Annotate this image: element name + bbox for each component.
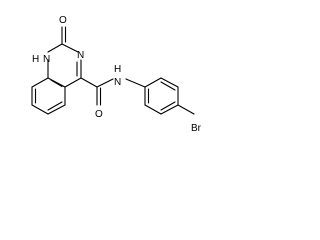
bond-c6-c5 [47,104,66,115]
bond-ar1-ar2 [144,77,162,88]
bond-ar4-ar5-double [160,101,176,111]
bond-c6-c5-double [47,101,63,111]
bond-ar4-ar5 [160,104,179,115]
bond-camide-n [96,78,114,88]
label-bromine: Br [191,123,202,134]
bond-ar2-ar3 [160,77,179,88]
bond-n1-c2 [47,43,63,53]
label-ring-n3: N [77,50,84,61]
label-amide-oxygen: O [95,109,103,120]
label-amide-n: N [114,77,121,88]
bond-ar-br [177,104,195,115]
label-ring-n1: N [43,54,50,65]
bond-c7-c6 [31,104,49,115]
label-amide-h: H [114,64,121,75]
bond-ar5-ar6 [144,104,162,115]
structure-drawing: O H N N N H O Br [0,0,251,150]
bond-c8a-c8 [31,77,49,88]
bond-lines [31,26,195,115]
bond-n-caryl [125,78,146,88]
bond-c8a-c4a-double [50,79,63,88]
bond-c4a-c8a [47,77,66,88]
bond-c2-n3 [61,43,79,53]
atom-labels: O H N N N H O Br [32,15,202,134]
molecule-diagram: O H N N N H O Br [31,15,202,134]
bond-c4-camide [80,77,98,88]
bond-c4-c4a [64,77,82,88]
label-oxygen-ring: O [59,15,67,26]
bond-ar2-ar3-double [160,81,176,91]
label-ring-nh: H [32,54,39,65]
